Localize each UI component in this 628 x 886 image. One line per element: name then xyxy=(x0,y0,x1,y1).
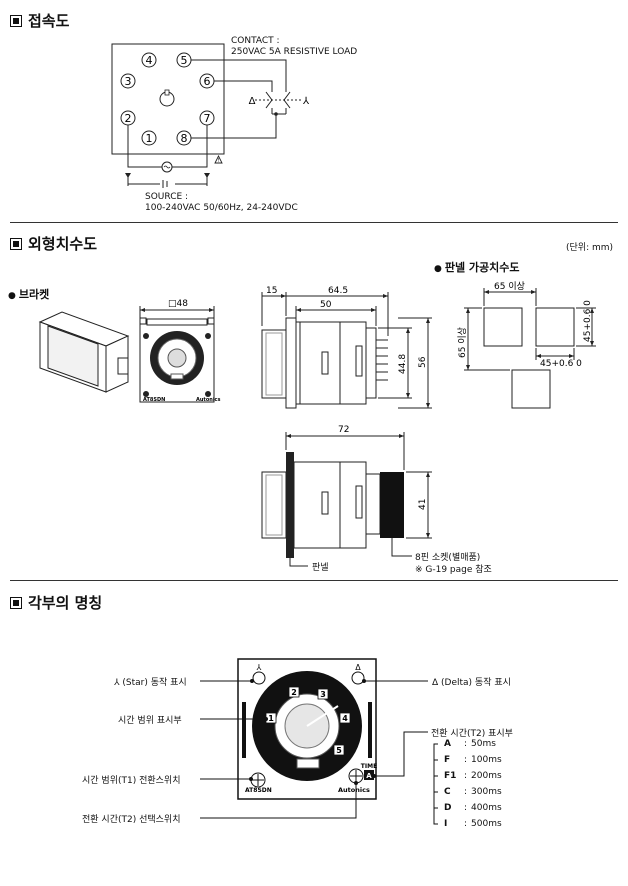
source-label: SOURCE : xyxy=(145,192,189,202)
square-bullet-icon xyxy=(10,14,22,27)
delta-indicator-label: Δ (Delta) 동작 표시 xyxy=(432,678,511,688)
star-indicator-led xyxy=(252,671,266,685)
panel-label: 판넬 xyxy=(312,563,329,573)
dial-number: 3 xyxy=(320,690,326,699)
svg-text:AT8SDN: AT8SDN xyxy=(143,397,165,403)
wiring-title-text: 접속도 xyxy=(28,12,70,30)
pin-label: 5 xyxy=(181,54,188,67)
dim-41: 41 xyxy=(418,499,428,510)
t2-option-code: A xyxy=(444,739,451,749)
dial-number: 4 xyxy=(342,714,348,723)
dim-64-5: 64.5 xyxy=(328,286,348,296)
pin-label: 6 xyxy=(204,75,211,88)
parts-title-text: 각부의 명칭 xyxy=(28,594,103,612)
pin-label: 8 xyxy=(181,132,188,145)
unit-label: (단위: mm) xyxy=(566,243,614,253)
dial-number: 1 xyxy=(268,714,274,723)
t2-option: A : 50ms xyxy=(444,739,502,755)
pin-label: 2 xyxy=(125,112,132,125)
svg-text:!: ! xyxy=(217,158,219,164)
t2-option: F : 100ms xyxy=(444,755,502,771)
time-label: TIME xyxy=(361,763,377,770)
pin-label: 1 xyxy=(146,132,153,145)
dim-56: 56 xyxy=(418,356,428,368)
delta-mark: Δ xyxy=(249,96,256,107)
socket-reference: ※ G-19 page 참조 xyxy=(415,565,492,575)
t2-option-code: I xyxy=(444,819,448,829)
cut-left-dim: 65 이상 xyxy=(457,327,468,358)
pin-3 xyxy=(120,73,136,89)
dial-number: 5 xyxy=(336,746,342,755)
t2-option: D : 400ms xyxy=(444,803,502,819)
section-dimensions-title: 외형치수도 xyxy=(10,233,97,254)
pin-label: 7 xyxy=(204,112,211,125)
contact-label: CONTACT : xyxy=(231,36,280,46)
panel-cutout xyxy=(464,288,596,409)
bracket-label: 브라켓 xyxy=(8,286,49,302)
front-view: AT8SDN Autonics xyxy=(139,306,220,403)
t2-display-label: 전환 시간(T2) 표시부 xyxy=(431,729,513,739)
section-parts-title: 각부의 명칭 xyxy=(10,592,102,613)
t2-options-list: A : 50ms F : 100ms F1 : 200ms C : 300ms … xyxy=(444,739,502,835)
bracket-drawing xyxy=(38,311,130,393)
contact-rating: 250VAC 5A RESISTIVE LOAD xyxy=(231,47,358,57)
t2-option-value: 300ms xyxy=(471,787,502,797)
pin-label: 4 xyxy=(146,54,153,67)
dial-number: 2 xyxy=(291,688,297,697)
svg-text:⅄: ⅄ xyxy=(256,663,262,672)
section-wiring-title: 접속도 xyxy=(10,10,69,31)
source-rating: 100-240VAC 50/60Hz, 24-240VDC xyxy=(145,203,298,213)
t2-option-value: 500ms xyxy=(471,819,502,829)
t2-option-code: F1 xyxy=(444,771,457,781)
t2-option-code: F xyxy=(444,755,451,765)
t2-option: F1 : 200ms xyxy=(444,771,502,787)
time-range-display-label: 시간 범위 표시부 xyxy=(118,716,182,726)
star-indicator-label: ⅄ (Star) 동작 표시 xyxy=(114,678,187,688)
t2-option: C : 300ms xyxy=(444,787,502,803)
panel-cut-label: 판넬 가공치수도 xyxy=(434,259,520,275)
svg-text:Δ: Δ xyxy=(355,663,361,672)
t2-option: I : 500ms xyxy=(444,819,502,835)
dim-44-8: 44.8 xyxy=(398,354,408,374)
divider xyxy=(10,222,618,223)
t2-option-value: 100ms xyxy=(471,755,502,765)
t2-option-value: 400ms xyxy=(471,803,502,813)
t1-switch-label: 시간 범위(T1) 전환스위치 xyxy=(82,776,181,786)
svg-text:Autonics: Autonics xyxy=(196,397,220,403)
t2-option-code: C xyxy=(444,787,451,797)
side-view xyxy=(261,292,432,409)
pin-label: 3 xyxy=(125,75,132,88)
t2-selector-label: 전환 시간(T2) 선택스위치 xyxy=(82,815,181,825)
cut-45-horizontal: 45+0.6 0 xyxy=(540,359,582,369)
side-view-socket xyxy=(261,432,432,567)
square-bullet-icon xyxy=(10,237,22,250)
square-bullet-icon xyxy=(10,596,22,609)
cut-45-vertical: 45+0.6 0 xyxy=(583,300,593,342)
cut-top-dim: 65 이상 xyxy=(494,281,525,292)
pin-4 xyxy=(141,52,157,68)
dim-15: 15 xyxy=(266,286,277,296)
divider xyxy=(10,580,618,581)
dim-48: □48 xyxy=(168,299,188,309)
dimensions-title-text: 외형치수도 xyxy=(28,235,98,253)
svg-text:A: A xyxy=(366,772,372,780)
dim-50: 50 xyxy=(320,300,332,310)
t2-option-value: 50ms xyxy=(471,739,496,749)
t2-option-code: D xyxy=(444,803,452,813)
parts-brand-label: Autonics xyxy=(338,786,370,794)
t2-option-value: 200ms xyxy=(471,771,502,781)
pin-1 xyxy=(141,130,157,146)
dim-72: 72 xyxy=(338,425,349,435)
delta-indicator-led xyxy=(351,671,365,685)
star-mark: ⅄ xyxy=(303,96,310,107)
socket-label: 8핀 소켓(별매품) xyxy=(415,553,481,563)
parts-model-label: AT8SDN xyxy=(245,787,272,794)
